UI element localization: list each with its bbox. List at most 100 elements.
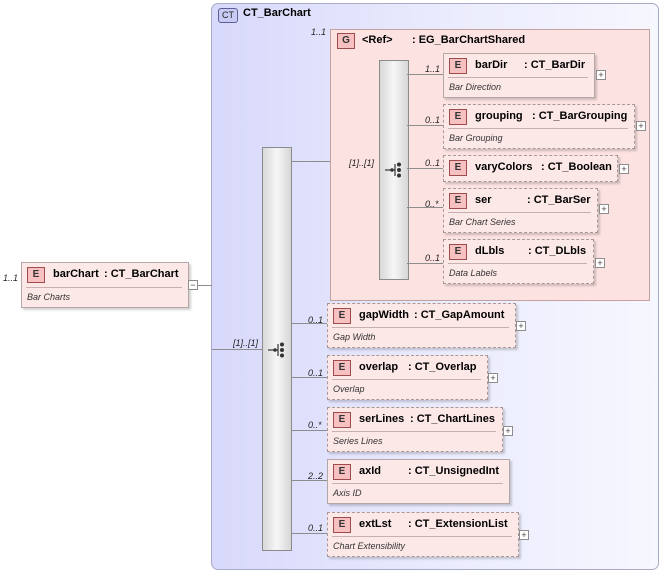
element-type: : CT_BarChart [104, 268, 179, 280]
expand-toggle[interactable]: + [599, 204, 609, 214]
complex-type-badge: CT [218, 8, 238, 23]
element-type: : CT_DLbls [528, 245, 587, 257]
collapse-toggle[interactable]: − [188, 280, 198, 290]
element-type: : CT_Overlap [408, 361, 477, 373]
element-badge: E [449, 58, 467, 74]
element-type: : CT_BarSer [527, 194, 591, 206]
cardinality-dLbls: 0..1 [425, 253, 441, 263]
element-barChart[interactable]: E barChart : CT_BarChart Bar Charts [21, 262, 189, 308]
element-type: : CT_BarGrouping [532, 110, 628, 122]
element-separator [448, 128, 628, 129]
expand-toggle[interactable]: + [619, 164, 629, 174]
expand-toggle[interactable]: + [516, 321, 526, 331]
element-type: : CT_GapAmount [414, 309, 505, 321]
element-type: : CT_ExtensionList [408, 518, 508, 530]
element-separator [448, 212, 591, 213]
element-description: Overlap [333, 384, 365, 394]
element-name: overlap [359, 361, 399, 373]
element-separator [448, 77, 588, 78]
cardinality-barDir: 1..1 [425, 64, 441, 74]
connector-axid [291, 480, 327, 481]
element-name: serLines [359, 413, 405, 425]
connector-dLbls [407, 263, 443, 264]
connector-extlst [291, 533, 327, 534]
connector-group [291, 161, 331, 162]
connector-root [198, 285, 212, 286]
expand-toggle[interactable]: + [636, 121, 646, 131]
element-name: ser [475, 194, 492, 206]
group-cardinality: 1..1 [311, 27, 327, 37]
element-name: gapWidth [359, 309, 409, 321]
connector-ser [407, 207, 443, 208]
connector-grouping [407, 125, 443, 126]
element-serLines[interactable]: E serLines : CT_ChartLines Series Lines [327, 407, 503, 452]
element-name: barChart [53, 268, 99, 280]
element-separator [332, 379, 481, 380]
element-description: Data Labels [449, 268, 498, 278]
element-description: Gap Width [333, 332, 376, 342]
element-axId[interactable]: E axId : CT_UnsignedInt Axis ID [327, 459, 510, 504]
outer-sequence-cardinality: [1]..[1] [233, 338, 259, 348]
element-grouping[interactable]: E grouping : CT_BarGrouping Bar Grouping [443, 104, 635, 149]
expand-toggle[interactable]: + [503, 426, 513, 436]
element-ser[interactable]: E ser : CT_BarSer Bar Chart Series [443, 188, 598, 233]
element-badge: E [333, 412, 351, 428]
connector-gapwidth [291, 323, 327, 324]
element-description: Bar Direction [449, 82, 502, 92]
group-ref: <Ref> [362, 34, 393, 46]
expand-toggle[interactable]: + [595, 258, 605, 268]
cardinality-gapWidth: 0..1 [308, 315, 324, 325]
element-description: Chart Extensibility [333, 541, 406, 551]
sequence-icon [385, 162, 401, 178]
cardinality-grouping: 0..1 [425, 115, 441, 125]
expand-toggle[interactable]: + [596, 70, 606, 80]
element-overlap[interactable]: E overlap : CT_Overlap Overlap [327, 355, 488, 400]
element-type: : CT_BarDir [524, 59, 586, 71]
group-name: : EG_BarChartShared [412, 34, 526, 46]
element-type: : CT_UnsignedInt [408, 465, 500, 477]
sequence-icon [268, 342, 284, 358]
element-separator [26, 287, 182, 288]
element-type: : CT_Boolean [541, 161, 612, 173]
element-badge: E [333, 464, 351, 480]
outer-sequence-compositor[interactable] [262, 147, 292, 551]
cardinality-overlap: 0..1 [308, 368, 324, 378]
element-name: extLst [359, 518, 392, 530]
element-dLbls[interactable]: E dLbls : CT_DLbls Data Labels [443, 239, 594, 284]
element-name: barDir [475, 59, 508, 71]
element-separator [332, 483, 503, 484]
element-separator [448, 263, 587, 264]
connector-overlap [291, 377, 327, 378]
element-description: Bar Chart Series [449, 217, 516, 227]
inner-sequence-compositor[interactable] [379, 60, 409, 280]
element-badge: E [333, 360, 351, 376]
element-gapWidth[interactable]: E gapWidth : CT_GapAmount Gap Width [327, 303, 516, 348]
element-badge: E [27, 267, 45, 283]
element-badge: E [449, 193, 467, 209]
connector-serlines [291, 430, 327, 431]
cardinality-varyColors: 0..1 [425, 158, 441, 168]
element-badge: E [449, 160, 467, 176]
element-description: Bar Grouping [449, 133, 503, 143]
element-type: : CT_ChartLines [410, 413, 495, 425]
element-separator [332, 536, 512, 537]
element-varyColors[interactable]: E varyColors : CT_Boolean [443, 155, 618, 182]
inner-sequence-cardinality: [1]..[1] [349, 158, 375, 168]
element-separator [332, 431, 496, 432]
expand-toggle[interactable]: + [519, 530, 529, 540]
element-name: varyColors [475, 161, 533, 173]
connector-varyColors [407, 168, 443, 169]
expand-toggle[interactable]: + [488, 373, 498, 383]
element-barDir[interactable]: E barDir : CT_BarDir Bar Direction [443, 53, 595, 98]
cardinality-axId: 2..2 [308, 471, 324, 481]
connector-outer-seq [212, 349, 262, 350]
complex-type-title: CT_BarChart [243, 7, 311, 19]
element-description: Bar Charts [27, 292, 71, 302]
root-cardinality: 1..1 [3, 273, 19, 283]
connector-barDir [407, 74, 443, 75]
cardinality-ser: 0..* [425, 199, 439, 209]
element-extLst[interactable]: E extLst : CT_ExtensionList Chart Extens… [327, 512, 519, 557]
element-badge: E [333, 517, 351, 533]
element-description: Axis ID [333, 488, 362, 498]
group-badge: G [337, 33, 355, 49]
